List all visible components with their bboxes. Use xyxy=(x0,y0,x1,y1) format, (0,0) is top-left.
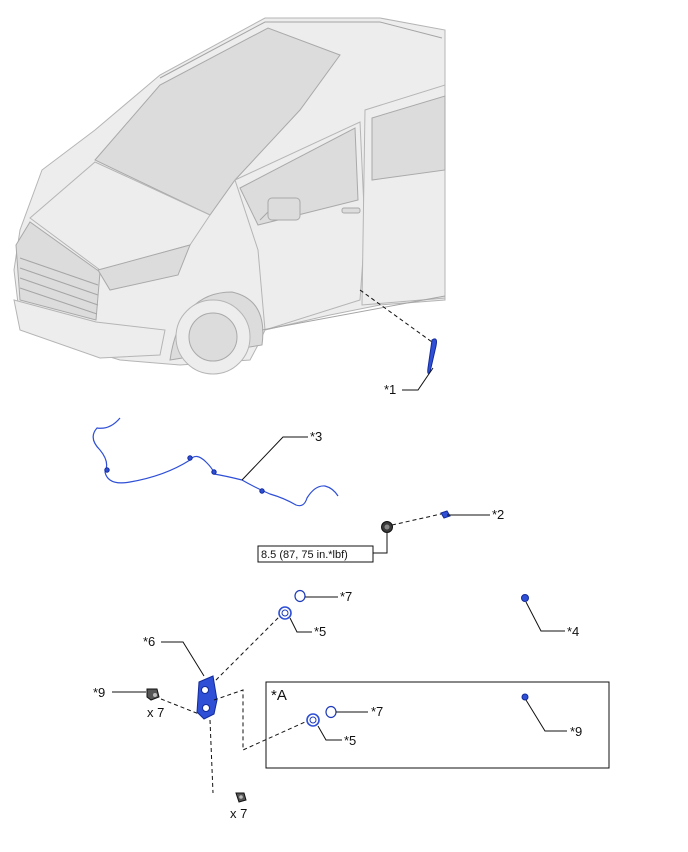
inset-a: *A *7 *5 *9 xyxy=(265,681,610,769)
callout-7-inset: *7 xyxy=(371,704,383,719)
part-4-clip: *4 xyxy=(521,594,579,639)
qty-left: x 7 xyxy=(147,705,164,720)
part-7-oring-upper: *7 xyxy=(294,589,352,604)
bolt-bottom: x 7 xyxy=(230,792,247,821)
callout-4: *4 xyxy=(567,624,579,639)
part-6-bracket: *6 xyxy=(143,616,306,794)
inset-a-frame xyxy=(265,681,610,769)
callout-3: *3 xyxy=(310,429,322,444)
callout-1: *1 xyxy=(384,382,396,397)
callout-7-upper: *7 xyxy=(340,589,352,604)
torque-spec-text: 8.5 (87, 75 in.*lbf) xyxy=(261,549,348,561)
grille-slats xyxy=(19,257,99,315)
part-5-grommet-upper: *5 xyxy=(278,606,326,639)
torque-spec-box xyxy=(257,545,374,563)
callout-9-left: *9 xyxy=(93,685,105,700)
callout-5-inset: *5 xyxy=(344,733,356,748)
part-2-clip: *2 xyxy=(440,507,504,522)
callout-6: *6 xyxy=(143,634,155,649)
callout-5-upper: *5 xyxy=(314,624,326,639)
qty-bottom: x 7 xyxy=(230,806,247,821)
part-3-wire-harness: *3 xyxy=(92,417,339,507)
part-1-strip: *1 xyxy=(359,289,437,397)
inset-a-label: *A xyxy=(271,687,287,704)
part-9-bolt-left: *9 x 7 xyxy=(93,685,164,720)
van-illustration xyxy=(13,17,446,375)
callout-9-inset: *9 xyxy=(570,724,582,739)
callout-2: *2 xyxy=(492,507,504,522)
torque-nut: 8.5 (87, 75 in.*lbf) xyxy=(257,513,442,563)
